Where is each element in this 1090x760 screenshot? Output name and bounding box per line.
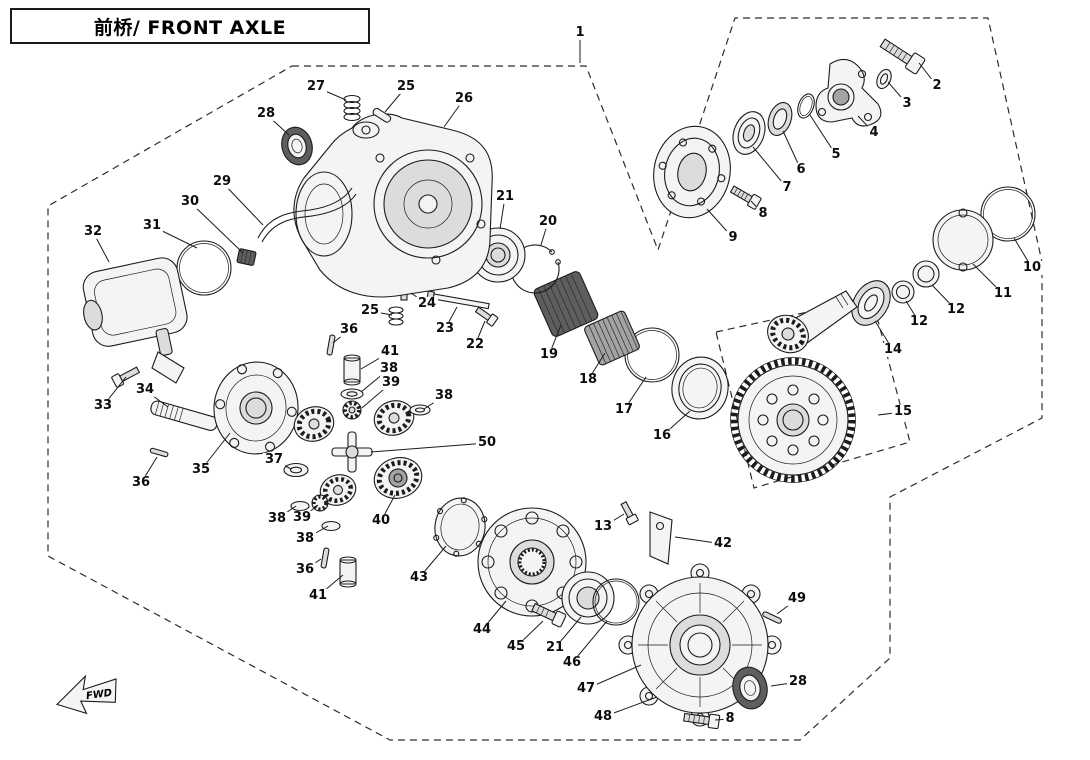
part-38-washer-a <box>340 388 364 400</box>
part-12-washer-b <box>891 280 915 304</box>
part-38-washer-d <box>321 520 341 532</box>
part-pinion-gear-shaft <box>767 290 858 354</box>
part-40-side-gear <box>373 457 423 499</box>
part-36-pin-a <box>149 447 169 458</box>
part-8-bolt-top <box>729 185 762 210</box>
page-title: 前桥/ FRONT AXLE <box>93 16 287 39</box>
part-38-washer-b <box>409 404 431 416</box>
part-50-spider-cross <box>331 431 373 473</box>
part-bevel-gear-left <box>293 406 335 442</box>
part-22-bolt <box>474 306 499 327</box>
part-38-washer-c <box>290 500 310 512</box>
fwd-arrow: FWD <box>55 674 117 715</box>
part-15-crown-gear <box>730 357 856 483</box>
part-bevel-gear-right <box>373 400 415 436</box>
part-7-bearing <box>732 111 766 155</box>
part-28-seal-bottom <box>732 666 768 710</box>
part-32-fork-arm <box>151 351 185 384</box>
part-13-bolt <box>620 501 639 526</box>
part-25-spring-bottom <box>388 306 404 326</box>
part-34-spline-shaft <box>150 400 218 431</box>
part-9-hub-flange <box>653 125 731 219</box>
part-23-shaft <box>426 290 490 310</box>
part-18-spline-sleeve <box>584 310 640 366</box>
part-39-gear-b <box>311 494 329 512</box>
part-35-bearing-flange <box>213 361 299 455</box>
part-27-spring <box>343 94 361 122</box>
part-16-ring <box>671 356 729 420</box>
part-6-seal <box>767 102 793 136</box>
part-49-pin <box>762 611 782 624</box>
part-41-bushing-b <box>339 556 357 588</box>
part-31-oring <box>176 240 232 296</box>
part-33-bolt <box>111 366 141 388</box>
part-30-plug <box>236 248 257 266</box>
part-29-breather-pipe <box>257 187 357 243</box>
part-36-pin-b <box>326 334 336 356</box>
part-26-gearcase <box>293 113 493 298</box>
part-41-bushing-a <box>343 354 361 386</box>
fwd-label: FWD <box>85 688 112 703</box>
part-37-washer <box>283 462 309 478</box>
part-36-pin-c <box>320 547 330 569</box>
part-21-bearing-bottom <box>561 571 615 625</box>
part-14-bearing <box>851 280 891 326</box>
part-39-gear-a <box>342 400 362 420</box>
part-8-bolt-bottom <box>683 712 721 730</box>
part-20-snap-ring <box>510 244 561 294</box>
part-2-flange-bolt <box>879 38 926 75</box>
part-5-oring <box>797 93 815 119</box>
part-4-drive-flange <box>815 58 882 127</box>
part-32-actuator <box>82 257 188 356</box>
title-box: 前桥/ FRONT AXLE <box>10 8 370 44</box>
part-28-seal-left <box>281 126 313 166</box>
part-bevel-gear-lower <box>319 474 357 506</box>
part-25-pin-top <box>372 107 392 123</box>
part-46-oring <box>592 578 640 626</box>
part-3-washer <box>876 68 892 90</box>
boundary-outline <box>47 17 1043 741</box>
part-11-gasket <box>932 208 994 272</box>
part-42-bracket <box>649 511 673 565</box>
part-10-oring <box>980 186 1036 242</box>
part-12-washer-a <box>912 260 940 288</box>
part-44-hub <box>477 507 587 617</box>
